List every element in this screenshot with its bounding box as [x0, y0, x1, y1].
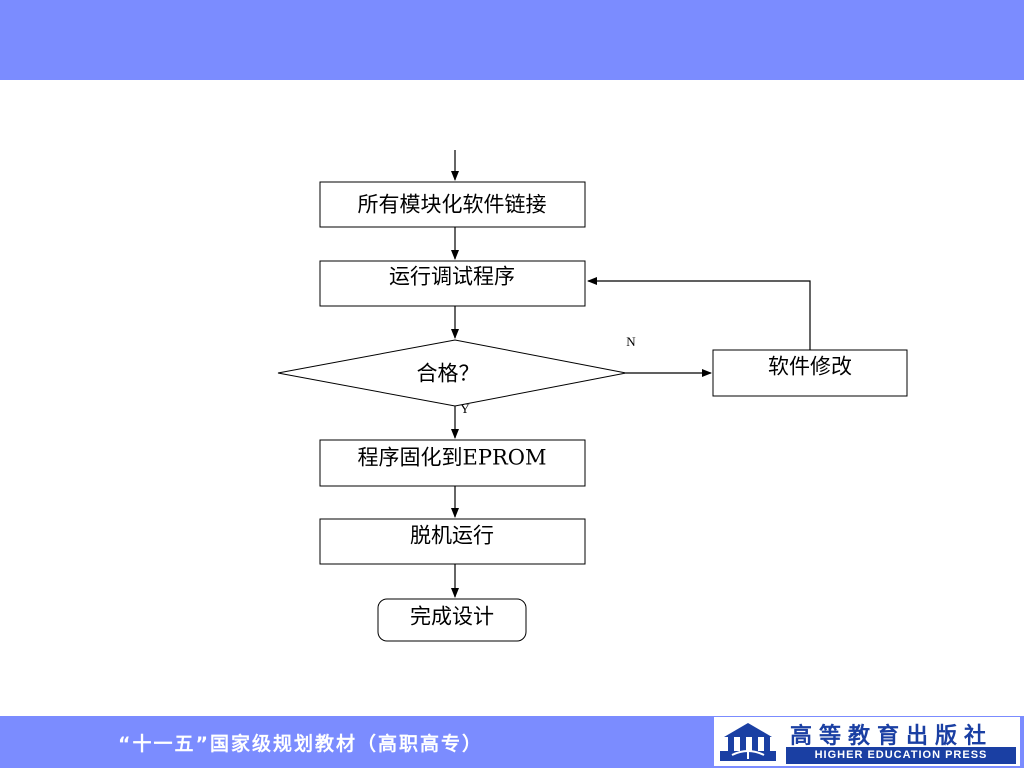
node-offline: 脱机运行: [319, 518, 586, 565]
node-link: 所有模块化软件链接: [319, 181, 586, 228]
series-title: “十一五”国家级规划教材（高职高专）: [118, 733, 483, 755]
building-book-logo-icon: [720, 723, 776, 761]
node-check-label: 合格？: [417, 362, 480, 386]
publisher-name-en: HIGHER EDUCATION PRESS: [786, 747, 1016, 764]
node-done-label: 完成设计: [410, 605, 494, 629]
edge-label-yes: Y: [460, 401, 470, 416]
publisher-badge: 高等教育出版社 HIGHER EDUCATION PRESS: [714, 717, 1020, 766]
flowchart: 所有模块化软件链接 运行调试程序 合格？ 软件修改 程序固化到EPROM 脱机运…: [277, 150, 908, 642]
node-done: 完成设计: [377, 598, 527, 642]
node-run-debug-label: 运行调试程序: [389, 265, 515, 289]
edge-modify-to-run: [587, 277, 811, 350]
node-modify: 软件修改: [712, 349, 908, 397]
node-link-label: 所有模块化软件链接: [358, 193, 547, 217]
node-check: 合格？: [277, 339, 627, 407]
flow-edges: [451, 150, 811, 598]
header-band: [0, 0, 1024, 80]
node-offline-label: 脱机运行: [410, 524, 494, 548]
edge-label-no: N: [626, 334, 636, 349]
node-burn: 程序固化到EPROM: [319, 439, 586, 487]
node-modify-label: 软件修改: [768, 355, 852, 379]
publisher-name-cn: 高等教育出版社: [790, 724, 994, 749]
node-run-debug: 运行调试程序: [319, 260, 586, 307]
node-burn-label: 程序固化到EPROM: [358, 446, 547, 470]
